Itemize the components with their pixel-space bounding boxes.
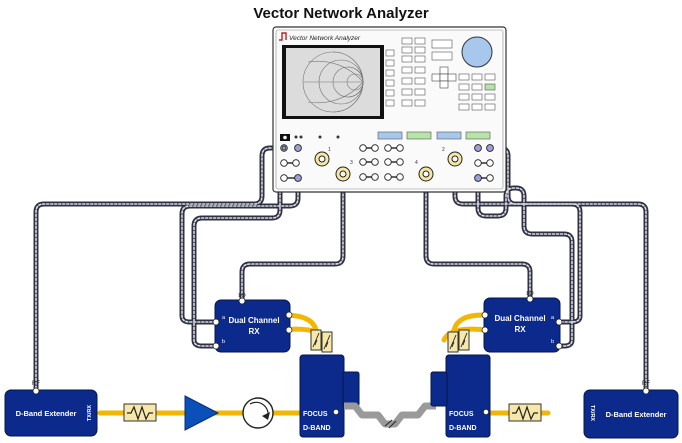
right-dual-channel-rx: LO a b Dual Channel RX [481, 291, 563, 353]
diagram-title: Vector Network Analyzer [253, 5, 429, 22]
vna-test-ports [314, 151, 463, 182]
right-focus-line1: FOCUS [449, 411, 474, 418]
left-focus-line2: D-BAND [303, 425, 331, 432]
left-extender-name: D-Band Extender [16, 409, 77, 418]
right-couplers-icon [447, 329, 470, 353]
left-dual-channel-rx: LO a b Dual Channel RX [212, 293, 293, 353]
front-panel-connectors [280, 144, 494, 182]
lo-and-if-cables [33, 145, 649, 399]
navigation-cross-icon [431, 66, 457, 89]
right-dband-extender: RF D-Band Extender TX/RX [583, 381, 679, 439]
rotary-knob-icon [461, 36, 493, 68]
extender-rf-ports [32, 387, 650, 395]
right-extender-port-label: TX/RX [589, 405, 595, 422]
keypad [401, 37, 496, 111]
port-number-labels: 1 3 4 2 [328, 147, 445, 166]
right-rx-name-line1: Dual Channel [494, 314, 545, 323]
left-rx-lo-label: LO [238, 293, 246, 299]
left-focus-line1: FOCUS [303, 411, 328, 418]
svg-text:1: 1 [328, 147, 331, 153]
softkey-column [385, 49, 395, 107]
termination-load-icon [508, 403, 542, 422]
right-focus-line2: D-BAND [449, 425, 477, 432]
left-rx-a-label: a [222, 315, 226, 321]
right-extender-name: D-Band Extender [606, 410, 667, 419]
vna-brand-logo [279, 32, 287, 41]
amplifier-icon [184, 395, 220, 431]
right-extender-rf-label: RF [642, 381, 650, 387]
left-extender-port-label: TX/RX [87, 405, 93, 422]
front-panel-keys [377, 131, 491, 140]
left-rx-b-label: b [222, 339, 225, 345]
right-focus-dband-module: FOCUS D-BAND [430, 354, 491, 438]
left-rx-name-line1: Dual Channel [228, 316, 279, 325]
left-couplers-icon [310, 329, 333, 353]
isolator-icon [242, 397, 274, 429]
left-dband-extender: RF D-Band Extender TX/RX [4, 381, 98, 437]
svg-text:3: 3 [350, 160, 353, 166]
right-rx-lo-label: LO [526, 291, 534, 297]
probe-waveguides-icon [344, 402, 436, 429]
right-rx-b-label: b [551, 339, 554, 345]
left-focus-dband-module: FOCUS D-BAND [299, 354, 360, 438]
attenuator-icon [123, 403, 157, 422]
right-rx-name-line2: RX [514, 325, 526, 334]
enter-key [484, 83, 496, 91]
svg-text:4: 4 [415, 160, 418, 166]
left-extender-rf-label: RF [32, 381, 40, 387]
vna-instrument: Vector Network Analyzer [272, 26, 507, 193]
smith-chart-icon [302, 51, 364, 113]
power-icon [283, 135, 287, 140]
right-rx-a-label: a [551, 315, 555, 321]
vna-brand-label: Vector Network Analyzer [289, 35, 361, 42]
status-dots [294, 135, 340, 139]
svg-text:2: 2 [442, 147, 445, 153]
left-rx-name-line2: RX [248, 327, 260, 336]
